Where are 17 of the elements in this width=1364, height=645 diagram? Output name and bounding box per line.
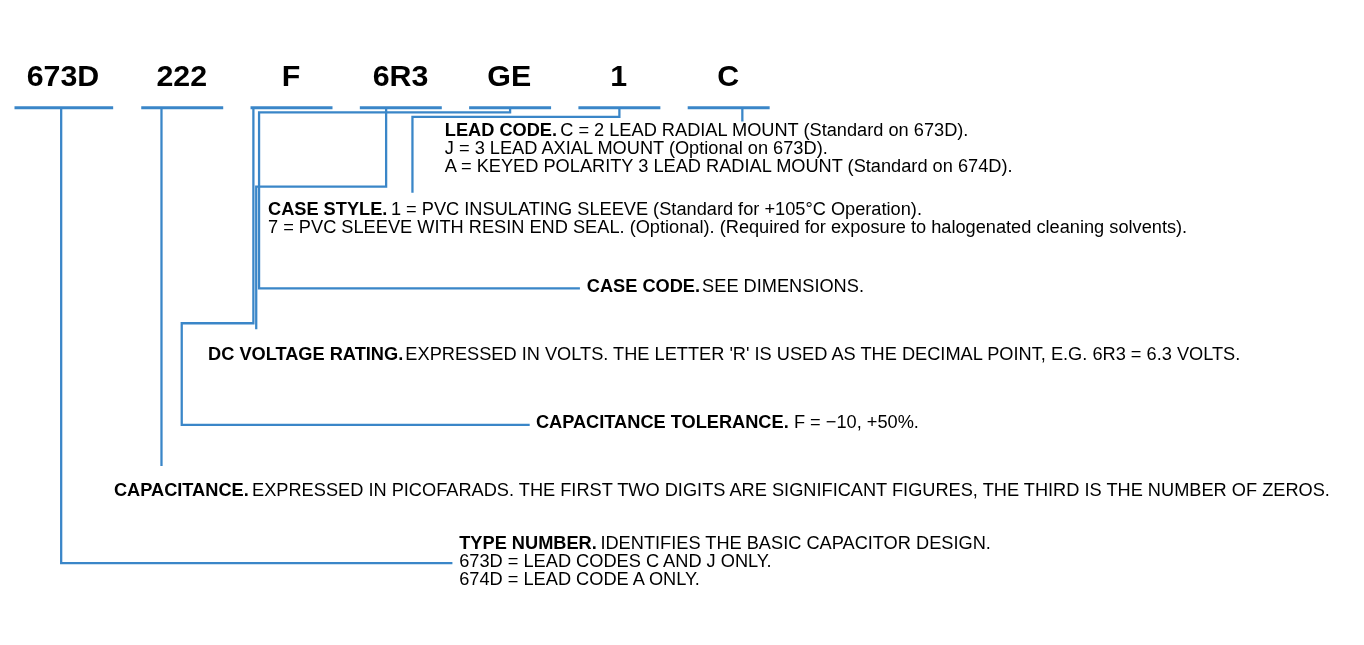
node-text: 222 xyxy=(156,59,208,93)
node-text: DC VOLTAGE RATING.EXPRESSED IN VOLTS. THE LETTER 'R' IS USED AS THE DECIMAL POINT, E.G. 6R3 = 6.3 VOLTS. xyxy=(208,343,1241,364)
node-text: CAPACITANCE TOLERANCE. F = −10, +50%. xyxy=(535,412,919,433)
node-text: 673D xyxy=(26,59,100,93)
node-text: TYPE NUMBER. IDENTIFIES THE BASIC CAPACITOR DESIGN. 673D = LEAD CODES C AND J ONLY. 674D = LEAD CODE A ONLY. xyxy=(459,532,991,590)
node-text: LEAD CODE. C = 2 LEAD RADIAL MOUNT (Standard on 673D). J = 3 LEAD AXIAL MOUNT (Optional on 673D). A = KEYED POLARITY 3 LEAD RADIAL MOUNT (Standard on 674D). xyxy=(444,119,1013,177)
connector xyxy=(60,107,453,565)
node-text: CASE CODE.SEE DIMENSIONS. xyxy=(586,275,864,296)
connector xyxy=(257,107,580,290)
node-text: 6R3 xyxy=(372,59,429,93)
node-text: 1 xyxy=(610,59,628,93)
node-text: GE xyxy=(487,59,532,93)
node-text: C xyxy=(717,59,740,93)
connector xyxy=(180,107,530,427)
node-text: CASE STYLE. 1 = PVC INSULATING SLEEVE (Standard for +105°C Operation). 7 = PVC SLEEVE WITH RESIN END SEAL. (Optional). (Required for exposure to halogenated cleaning solvents). xyxy=(267,198,1188,238)
node-text: F xyxy=(281,59,301,93)
node-text: CAPACITANCE. EXPRESSED IN PICOFARADS. THE FIRST TWO DIGITS ARE SIGNIFICANT FIGURES, THE THIRD IS THE NUMBER OF ZEROS. xyxy=(113,480,1330,501)
